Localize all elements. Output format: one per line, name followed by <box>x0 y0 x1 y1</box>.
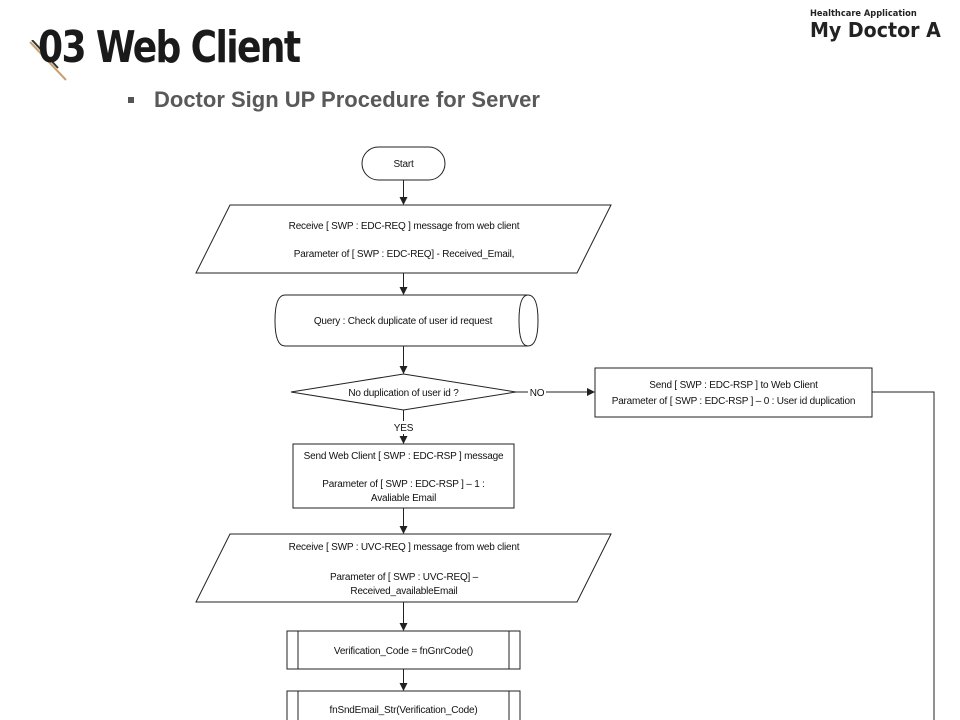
receive-uvc-req-line1: Receive [ SWP : UVC-REQ ] message from w… <box>289 542 520 553</box>
send-email-process: fnSndEmail_Str(Verification_Code) <box>286 690 521 720</box>
send-ok-line1: Send Web Client [ SWP : EDC-RSP ] messag… <box>304 451 504 462</box>
receive-edc-req-io: Receive [ SWP : EDC-REQ ] message from w… <box>195 204 612 274</box>
duplication-decision: No duplication of user id ? <box>290 373 517 411</box>
send-ok-line3: Avaliable Email <box>371 493 436 504</box>
send-email-label: fnSndEmail_Str(Verification_Code) <box>330 705 478 716</box>
query-storage: Query : Check duplicate of user id reque… <box>274 294 539 347</box>
receive-edc-req-line2: Parameter of [ SWP : EDC-REQ] - Received… <box>294 249 514 260</box>
start-terminator: Start <box>361 146 446 181</box>
section-subtitle: Doctor Sign UP Procedure for Server <box>154 87 540 112</box>
brand-title: My Doctor A <box>810 18 942 42</box>
generate-code-label: Verification_Code = fnGnrCode() <box>334 646 473 657</box>
send-ok-line2: Parameter of [ SWP : EDC-RSP ] – 1 : <box>322 479 485 490</box>
slide-title: 03 Web Client <box>38 22 301 73</box>
bullet-icon <box>128 97 134 103</box>
brand-subtitle: Healthcare Application <box>810 9 918 19</box>
send-dup-line1: Send [ SWP : EDC-RSP ] to Web Client <box>649 380 818 391</box>
decision-label: No duplication of user id ? <box>348 388 459 399</box>
generate-code-process: Verification_Code = fnGnrCode() <box>286 630 521 670</box>
receive-uvc-req-line3: Received_availableEmail <box>350 586 457 597</box>
send-duplication-response: Send [ SWP : EDC-RSP ] to Web Client Par… <box>594 367 873 418</box>
title-accent-slash <box>29 40 67 81</box>
no-label: NO <box>530 388 545 399</box>
receive-uvc-req-io: Receive [ SWP : UVC-REQ ] message from w… <box>195 533 612 603</box>
receive-uvc-req-line2: Parameter of [ SWP : UVC-REQ] – <box>330 572 479 583</box>
start-label: Start <box>393 159 414 170</box>
connector-dup-return <box>872 391 935 720</box>
yes-label: YES <box>394 423 414 434</box>
query-label: Query : Check duplicate of user id reque… <box>314 316 493 327</box>
send-available-response: Send Web Client [ SWP : EDC-RSP ] messag… <box>292 443 515 509</box>
receive-edc-req-line1: Receive [ SWP : EDC-REQ ] message from w… <box>289 221 520 232</box>
brand-block: Healthcare Application My Doctor A <box>810 9 948 42</box>
send-dup-line2: Parameter of [ SWP : EDC-RSP ] – 0 : Use… <box>612 396 856 407</box>
subtitle-row: Doctor Sign UP Procedure for Server <box>128 87 540 113</box>
